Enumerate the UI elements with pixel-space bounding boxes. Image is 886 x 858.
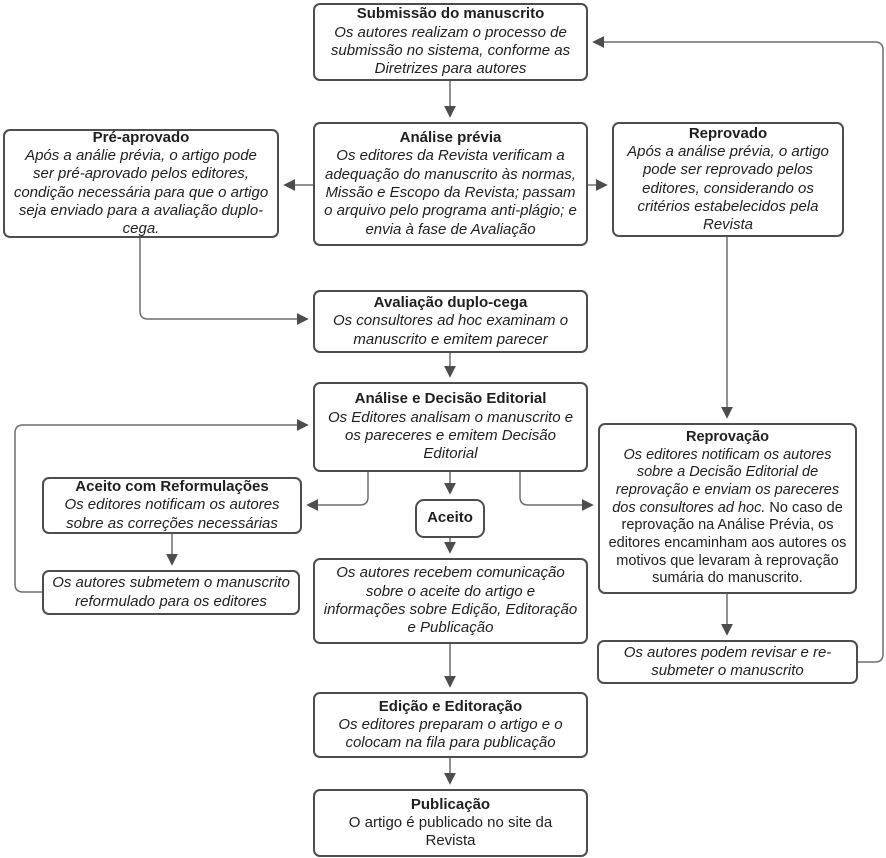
node-body: O artigo é publicado no site da Revista — [348, 813, 553, 850]
edge-decisao-to-reprovacao — [519, 472, 594, 511]
node-title: Análise e Decisão Editorial — [354, 390, 547, 408]
edge-decisao-to-aceitoref — [306, 472, 369, 511]
edge-resubmissao-to-decisao-loop — [14, 419, 309, 593]
node-title: Edição e Editoração — [378, 697, 523, 715]
node-body: Os autores submetem o manuscrito reformu… — [52, 574, 290, 610]
node-body-regular: No caso de reprovação na Análise Prévia,… — [608, 499, 847, 587]
node-reprovacao: Reprovação Os editores notificam os auto… — [598, 423, 857, 594]
edge-revisar-to-submissao-loop — [592, 36, 884, 663]
node-body: Os autores realizam o processo de submis… — [330, 23, 571, 78]
edge-preaprovado-to-avaliacao — [139, 238, 309, 325]
node-body: Os editores notificam os autores sobre a… — [64, 496, 280, 532]
node-title: Avaliação duplo-cega — [373, 294, 528, 312]
node-aceito-com-reformulacoes: Aceito com Reformulações Os editores not… — [42, 477, 302, 534]
node-revisar-resubmeter: Os autores podem revisar e re-submeter o… — [597, 640, 858, 684]
node-body: Os editores preparam o artigo e o coloca… — [338, 715, 563, 752]
node-title: Pré-aprovado — [92, 128, 190, 146]
node-title: Análise prévia — [399, 129, 502, 147]
node-body: Os consultores ad hoc examinam o manuscr… — [332, 312, 569, 348]
node-title: Reprovação — [685, 428, 769, 445]
node-pre-aprovado: Pré-aprovado Após a análie prévia, o art… — [3, 129, 279, 238]
node-avaliacao-duplo-cega: Avaliação duplo-cega Os consultores ad h… — [313, 290, 588, 353]
node-body: Os autores podem revisar e re-submeter o… — [623, 643, 832, 679]
node-title: Aceito — [427, 509, 473, 527]
node-body: Os editores da Revista verificam a adequ… — [324, 147, 577, 238]
node-body: Após a análie prévia, o artigo pode ser … — [13, 146, 269, 238]
node-submissao: Submissão do manuscrito Os autores reali… — [313, 3, 588, 81]
node-aceito: Aceito — [415, 499, 485, 538]
node-body: Os autores recebem comunicação sobre o a… — [323, 564, 578, 637]
node-analise-decisao-editorial: Análise e Decisão Editorial Os Editores … — [313, 382, 588, 472]
node-resubmissao-reformulado: Os autores submetem o manuscrito reformu… — [42, 570, 300, 615]
node-edicao-editoracao: Edição e Editoração Os editores preparam… — [313, 692, 588, 758]
node-title: Submissão do manuscrito — [356, 5, 545, 23]
node-title: Aceito com Reformulações — [75, 478, 269, 496]
node-analise-previa: Análise prévia Os editores da Revista ve… — [313, 122, 588, 246]
node-body: Após a análise prévia, o artigo pode ser… — [627, 142, 829, 234]
node-comunicacao-aceite: Os autores recebem comunicação sobre o a… — [313, 558, 588, 644]
node-publicacao: Publicação O artigo é publicado no site … — [313, 789, 588, 857]
node-body: Os editores notificam os autores sobre a… — [608, 447, 847, 589]
node-title: Publicação — [410, 795, 491, 813]
node-body-italic: Os editores notificam os autores sobre a… — [612, 446, 840, 516]
node-body: Os Editores analisam o manuscrito e os p… — [327, 408, 574, 463]
node-title: Reprovado — [688, 124, 768, 142]
node-reprovado: Reprovado Após a análise prévia, o artig… — [612, 122, 844, 237]
